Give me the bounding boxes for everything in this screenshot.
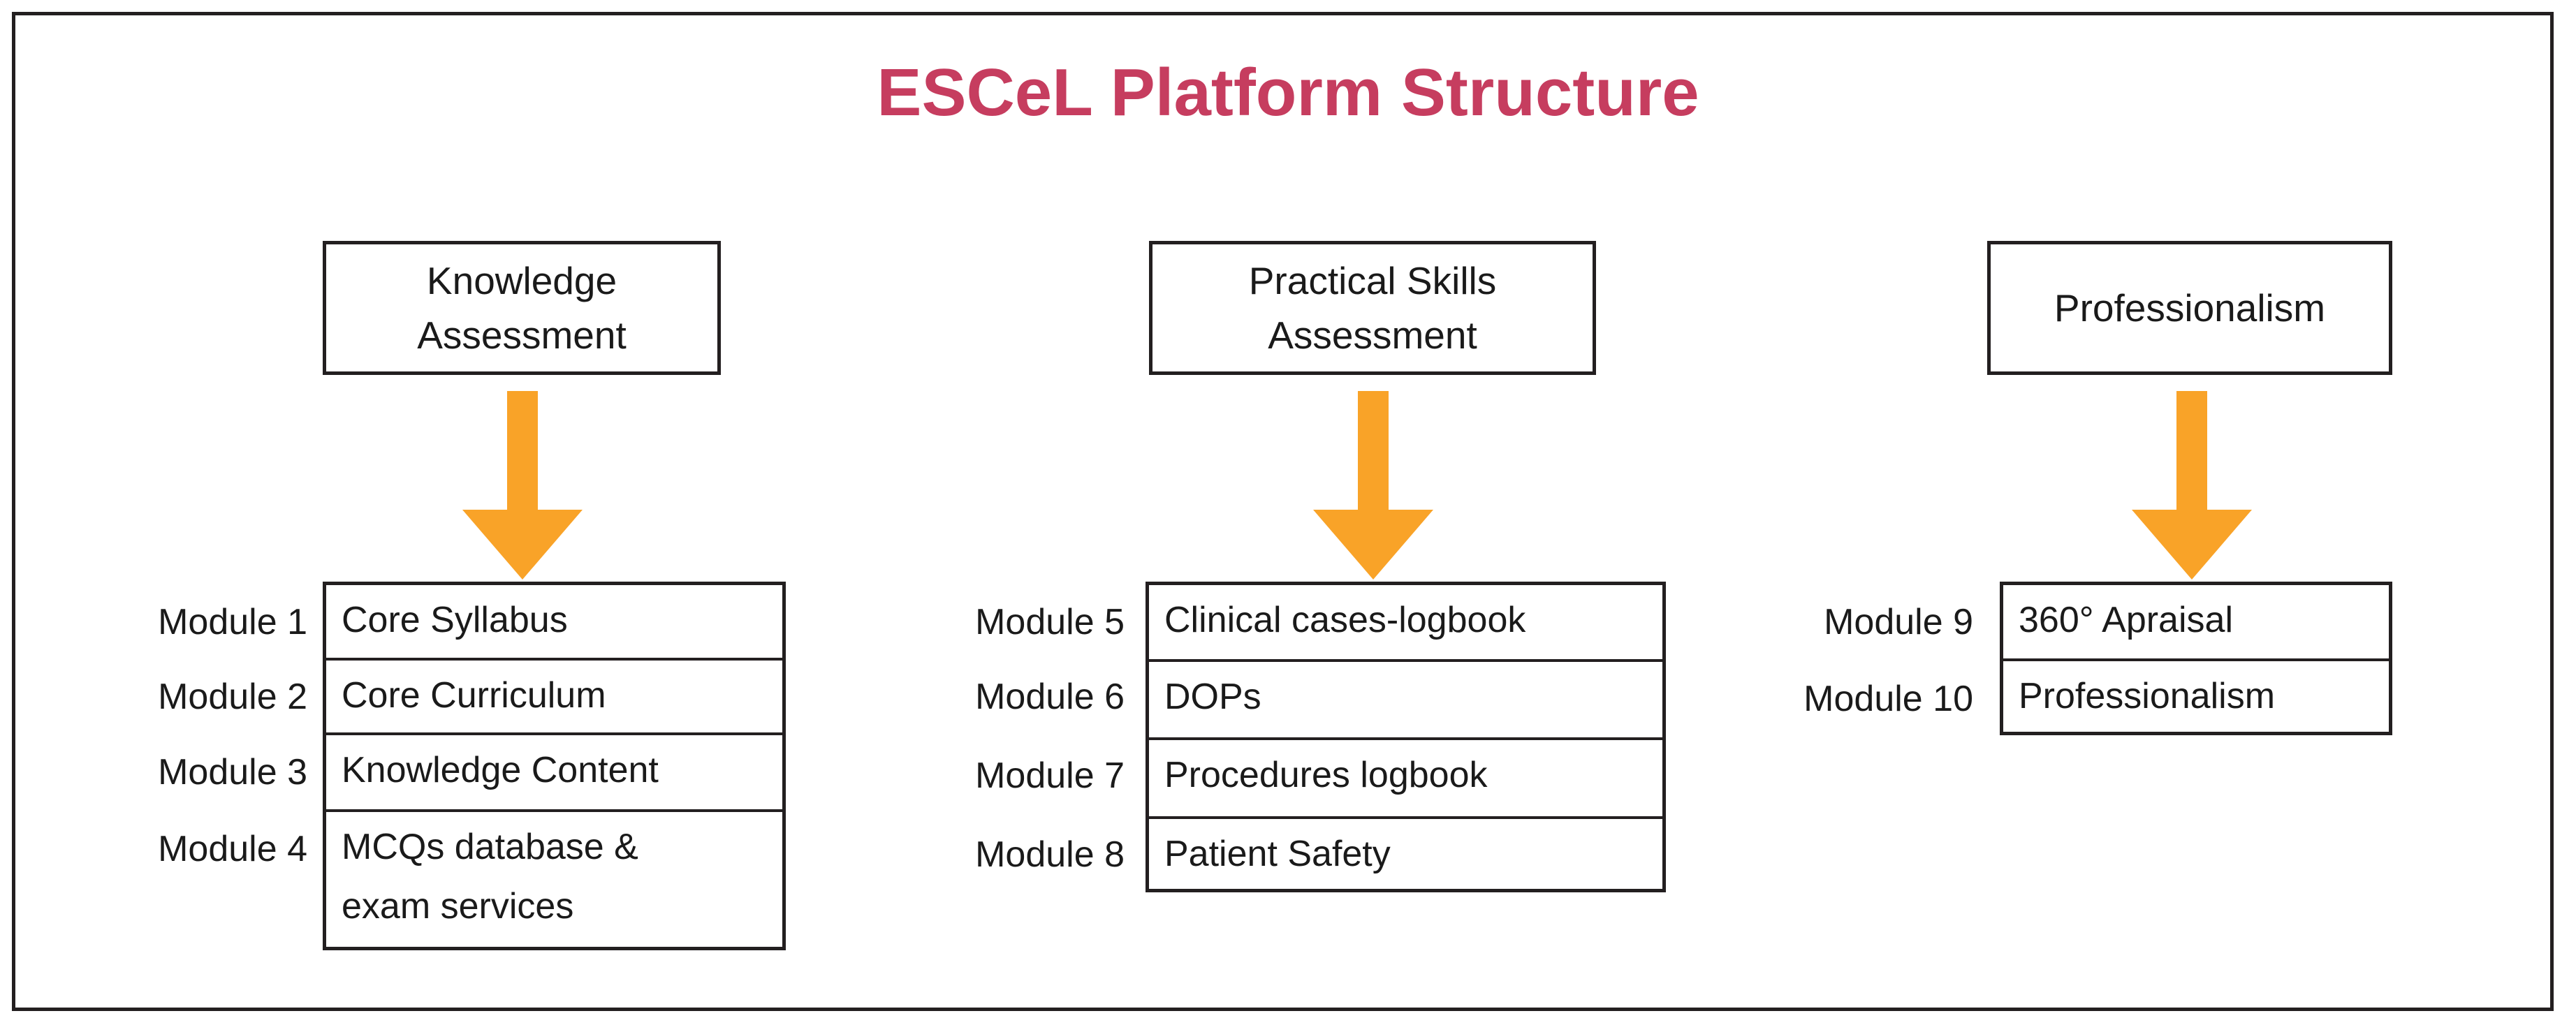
table-row[interactable]: 360° Apraisal [2003,585,2389,661]
category-label-line-2: Assessment [417,314,627,357]
module-index-label: Module 10 [1803,679,1973,719]
down-arrow-icon-knowledge [454,391,590,580]
module-index-label: Module 9 [1824,602,1973,642]
module-name-continued: exam services [342,885,574,927]
module-index-label: Module 6 [975,677,1125,717]
table-row[interactable]: MCQs database & exam services [326,812,782,947]
down-arrow-icon-professionalism [2123,391,2260,580]
module-name: Core Syllabus [342,600,568,640]
module-index-label: Module 3 [158,752,307,792]
table-row[interactable]: Knowledge Content [326,735,782,812]
module-table-knowledge-assessment: Core Syllabus Core Curriculum Knowledge … [323,582,786,950]
arrow-head [1312,510,1433,580]
page-title: ESCeL Platform Structure [877,55,1699,130]
module-index-label: Module 5 [975,602,1125,642]
module-index-label: Module 4 [158,829,307,869]
table-row[interactable]: Core Curriculum [326,661,782,735]
arrow-stem [506,391,538,524]
table-row[interactable]: Professionalism [2003,661,2389,739]
table-row[interactable]: Core Syllabus [326,585,782,661]
module-table-practical-skills-assessment: Clinical cases-logbook DOPs Procedures l… [1146,582,1666,892]
arrow-head [2131,510,2252,580]
module-name: Core Curriculum [342,675,606,716]
category-label-line-2: Assessment [1268,314,1477,357]
category-box-practical-skills-assessment[interactable]: Practical Skills Assessment [1149,241,1596,375]
module-name: Procedures logbook [1164,755,1488,795]
category-label-line-1: Practical Skills [1248,258,1497,302]
module-index-label: Module 7 [975,755,1125,796]
arrow-head [462,510,583,580]
category-label-line-1: Professionalism [2054,286,2326,330]
module-name: Clinical cases-logbook [1164,600,1526,640]
module-index-label: Module 1 [158,602,307,642]
module-name: Knowledge Content [342,750,659,790]
arrow-stem [1357,391,1389,524]
module-name: Professionalism [2019,676,2276,716]
module-name: Patient Safety [1164,834,1391,874]
table-row[interactable]: Patient Safety [1149,819,1662,896]
module-index-label: Module 2 [158,677,307,717]
module-index-label: Module 8 [975,834,1125,875]
module-name: DOPs [1164,677,1261,717]
table-row[interactable]: DOPs [1149,662,1662,740]
category-label-line-1: Knowledge [426,258,617,302]
table-row[interactable]: Clinical cases-logbook [1149,585,1662,662]
down-arrow-icon-practical-skills [1305,391,1441,580]
category-box-professionalism[interactable]: Professionalism [1987,241,2392,375]
table-row[interactable]: Procedures logbook [1149,740,1662,819]
module-table-professionalism: 360° Apraisal Professionalism [2000,582,2392,735]
module-name: 360° Apraisal [2019,600,2233,640]
module-name: MCQs database & [342,827,638,867]
arrow-stem [2176,391,2207,524]
category-box-knowledge-assessment[interactable]: Knowledge Assessment [323,241,721,375]
